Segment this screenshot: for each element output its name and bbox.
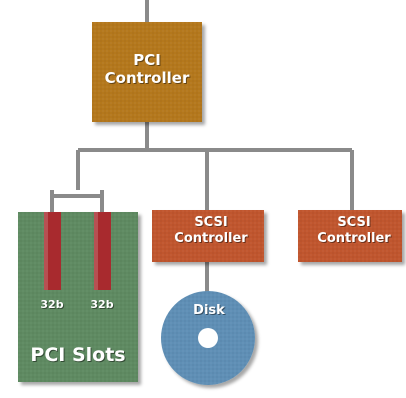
disk-icon [161, 291, 255, 385]
pci-controller-box [92, 22, 202, 122]
pci-slot-2 [94, 212, 111, 290]
pci-slots-title: PCI Slots [30, 344, 126, 366]
scsi-controller-1-line1: SCSI [194, 215, 228, 230]
slot-1-label: 32b [40, 298, 64, 311]
disk-label: Disk [193, 303, 225, 318]
scsi-controller-2-line1: SCSI [337, 215, 371, 230]
scsi-controller-2-line2: Controller [317, 230, 391, 246]
slot-2-label: 32b [90, 298, 114, 311]
pci-slots-board [18, 212, 138, 382]
scsi-controller-2-label: SCSI Controller [298, 215, 406, 246]
scsi-controller-1-label: SCSI Controller [152, 215, 270, 246]
scsi-controller-1-line2: Controller [174, 230, 248, 246]
pci-controller-line2: Controller [104, 69, 190, 87]
pci-controller-line1: PCI [133, 51, 161, 69]
pci-slot-1 [44, 212, 61, 290]
scsi-controller-box-1 [152, 210, 264, 262]
scsi-controller-box-2 [298, 210, 402, 262]
pci-controller-label: PCI Controller [92, 51, 202, 87]
